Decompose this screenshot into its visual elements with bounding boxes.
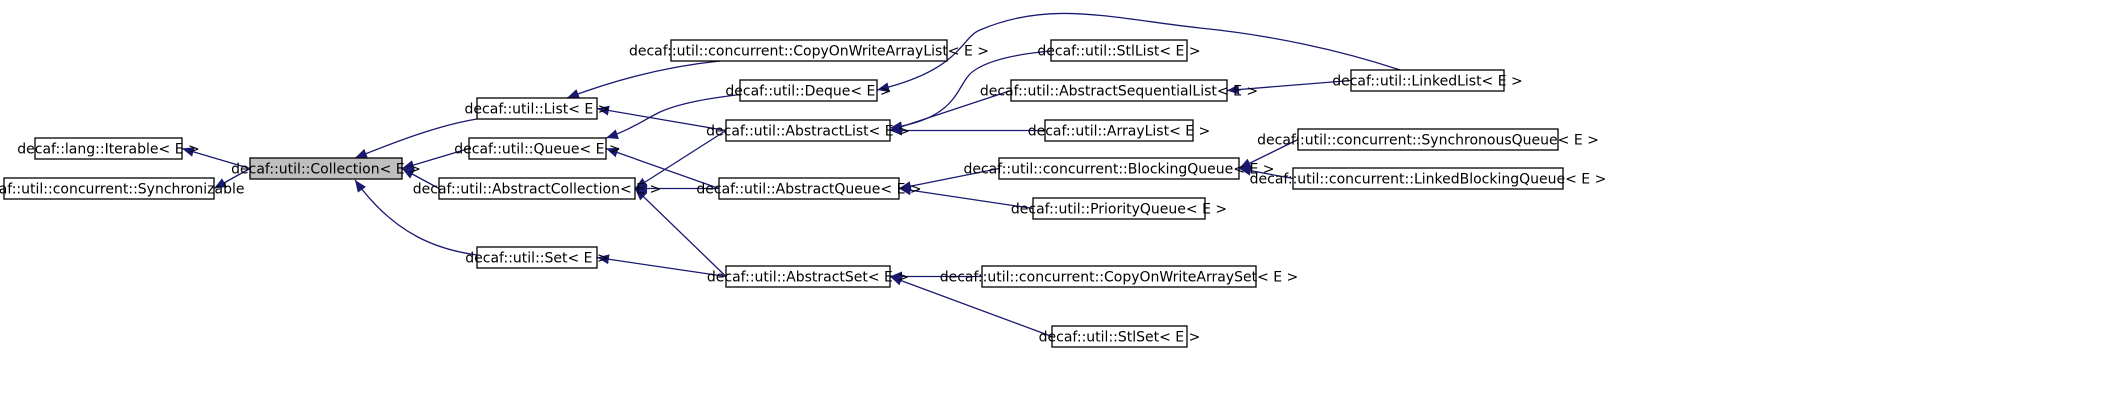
class-label: decaf::util::concurrent::BlockingQueue< … <box>963 162 1274 178</box>
class-label: decaf::util::Collection< E > <box>231 162 421 178</box>
inheritance-edge-abstractqueue-to-queue <box>605 147 720 190</box>
inheritance-edge-stllist-to-abstractlist <box>889 49 1064 132</box>
class-label: decaf::util::Deque< E > <box>725 84 891 100</box>
class-node-set[interactable]: decaf::util::Set< E > <box>465 246 609 269</box>
class-node-list[interactable]: decaf::util::List< E > <box>465 97 610 120</box>
class-node-queue[interactable]: decaf::util::Queue< E > <box>454 137 621 160</box>
class-node-stllist[interactable]: decaf::util::StlList< E > <box>1037 39 1201 62</box>
class-box <box>1050 39 1188 62</box>
class-label: decaf::util::concurrent::SynchronousQueu… <box>1257 133 1599 149</box>
class-label: decaf::util::AbstractSequentialList< E > <box>980 84 1258 100</box>
class-box <box>718 177 900 200</box>
class-label: decaf::util::StlSet< E > <box>1039 330 1201 346</box>
class-node-cowarraylist[interactable]: decaf::util::concurrent::CopyOnWriteArra… <box>629 39 989 62</box>
class-node-priorityqueue[interactable]: decaf::util::PriorityQueue< E > <box>1011 197 1227 220</box>
class-label: decaf::lang::Iterable< E > <box>17 142 199 158</box>
class-node-abstractlist[interactable]: decaf::util::AbstractList< E > <box>706 119 910 142</box>
class-label: decaf::util::concurrent::CopyOnWriteArra… <box>940 270 1299 286</box>
inheritance-edge-synchronousqueue-to-blockingqueue <box>1238 138 1299 170</box>
class-box <box>468 137 607 160</box>
inheritance-edge-abstractlist-to-abstractcollection <box>634 129 727 190</box>
class-label: decaf::util::LinkedList< E > <box>1332 74 1523 90</box>
class-node-arraylist[interactable]: decaf::util::ArrayList< E > <box>1028 119 1211 142</box>
inheritance-edge-collection-to-synchronizable <box>213 167 251 190</box>
class-box <box>725 265 891 288</box>
class-label: decaf::util::PriorityQueue< E > <box>1011 202 1227 218</box>
inheritance-edge-stlset-to-abstractset <box>889 275 1053 338</box>
inheritance-edge-abstractlist-to-list <box>596 105 727 132</box>
class-box <box>438 177 636 200</box>
class-box <box>1044 119 1194 142</box>
class-label: decaf::util::List< E > <box>465 102 610 118</box>
class-label: decaf::util::AbstractSet< E > <box>707 270 909 286</box>
inheritance-edge-cowarraylist-to-list <box>566 60 721 99</box>
inheritance-edge-blockingqueue-to-abstractqueue <box>898 167 1000 192</box>
class-box <box>1292 167 1564 190</box>
class-node-synchronousqueue[interactable]: decaf::util::concurrent::SynchronousQueu… <box>1257 128 1599 151</box>
class-box <box>476 246 598 269</box>
inheritance-edge-collection-to-iterable <box>181 147 251 170</box>
inheritance-edge-queue-to-collection <box>401 147 470 170</box>
inheritance-edge-linkedblockingqueue-to-blockingqueue <box>1238 165 1294 180</box>
class-box <box>725 119 891 142</box>
class-node-stlset[interactable]: decaf::util::StlSet< E > <box>1039 325 1201 348</box>
class-box <box>34 137 183 160</box>
class-label: decaf::util::ArrayList< E > <box>1028 124 1211 140</box>
class-label: decaf::util::AbstractList< E > <box>706 124 910 140</box>
class-node-abstractsequentiallist[interactable]: decaf::util::AbstractSequentialList< E > <box>980 79 1258 102</box>
inheritance-edge-abstractsequentiallist-to-abstractlist <box>889 89 1012 132</box>
class-box <box>249 157 403 180</box>
class-box <box>3 177 215 200</box>
inheritance-edge-set-to-collection <box>354 179 478 256</box>
class-node-synchronizable[interactable]: decaf::util::concurrent::Synchronizable <box>0 177 245 200</box>
inheritance-edge-deque-to-queue <box>605 93 745 139</box>
class-box <box>1350 69 1505 92</box>
class-node-abstractset[interactable]: decaf::util::AbstractSet< E > <box>707 265 909 288</box>
class-label: decaf::util::Queue< E > <box>454 142 620 158</box>
inheritance-edge-abstractset-to-set <box>596 254 727 278</box>
class-node-blockingqueue[interactable]: decaf::util::concurrent::BlockingQueue< … <box>963 157 1275 180</box>
class-box <box>998 157 1240 180</box>
class-node-iterable[interactable]: decaf::lang::Iterable< E > <box>17 137 200 160</box>
class-node-cowarrayset[interactable]: decaf::util::concurrent::CopyOnWriteArra… <box>940 265 1299 288</box>
class-label: decaf::util::concurrent::Synchronizable <box>0 182 245 198</box>
class-box <box>1032 197 1206 220</box>
inheritance-edge-abstractcollection-to-collection <box>401 167 440 190</box>
class-label: decaf::util::AbstractCollection< E > <box>413 182 661 198</box>
inheritance-edge-linkedlist-to-deque <box>876 12 1401 93</box>
class-node-abstractqueue[interactable]: decaf::util::AbstractQueue< E > <box>696 177 922 200</box>
class-label: decaf::util::concurrent::LinkedBlockingQ… <box>1250 172 1607 188</box>
inheritance-edge-linkedlist-to-abstractsequentiallist <box>1226 79 1352 95</box>
class-box <box>670 39 948 62</box>
class-label: decaf::util::AbstractQueue< E > <box>696 182 921 198</box>
class-box <box>1010 79 1228 102</box>
class-box <box>1297 128 1559 151</box>
class-box <box>476 97 598 120</box>
class-box <box>981 265 1257 288</box>
class-box <box>739 79 878 102</box>
class-node-linkedblockingqueue[interactable]: decaf::util::concurrent::LinkedBlockingQ… <box>1250 167 1607 190</box>
inheritance-edge-list-to-collection <box>354 118 478 159</box>
class-node-abstractcollection[interactable]: decaf::util::AbstractCollection< E > <box>413 177 661 200</box>
class-node-deque[interactable]: decaf::util::Deque< E > <box>725 79 892 102</box>
inheritance-edge-priorityqueue-to-abstractqueue <box>898 185 1034 210</box>
class-box <box>1051 325 1188 348</box>
class-node-collection: decaf::util::Collection< E > <box>231 157 421 180</box>
class-label: decaf::util::Set< E > <box>465 251 608 267</box>
inheritance-edge-abstractset-to-abstractcollection <box>634 188 727 277</box>
class-label: decaf::util::concurrent::CopyOnWriteArra… <box>629 44 989 60</box>
class-node-linkedlist[interactable]: decaf::util::LinkedList< E > <box>1332 69 1523 92</box>
class-label: decaf::util::StlList< E > <box>1037 44 1200 60</box>
